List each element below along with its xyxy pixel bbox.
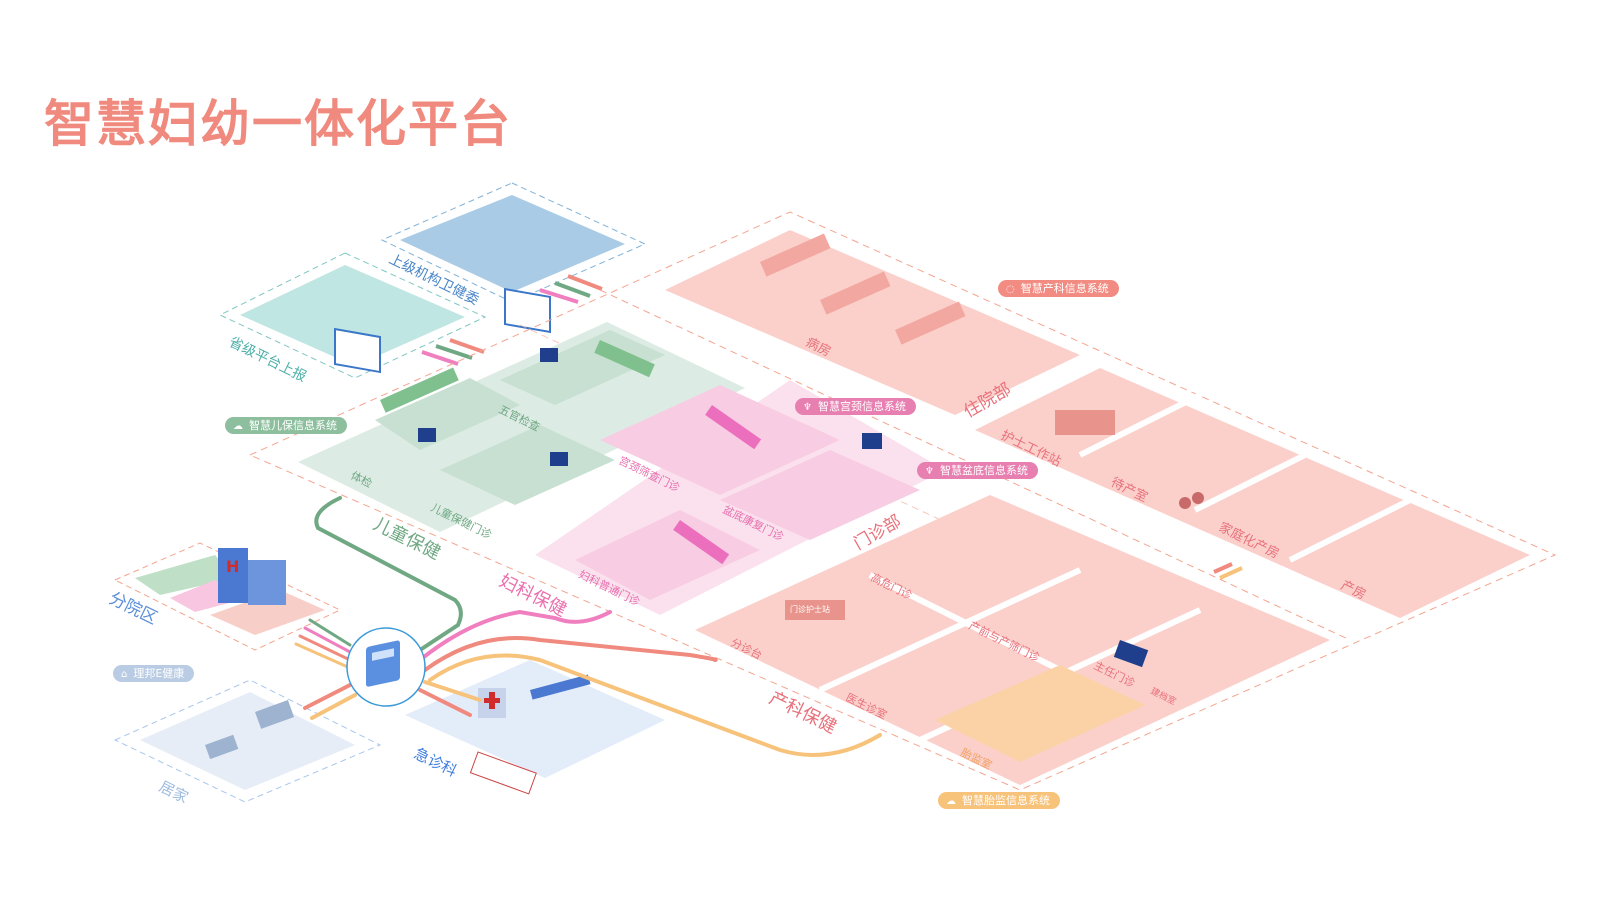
wave-icon: ◌ <box>1006 284 1015 295</box>
monitor-icon <box>504 287 551 334</box>
system-badge-cervix[interactable]: ♆智慧宫颈信息系统 <box>795 398 916 415</box>
zone-provincial: 省级平台上报 <box>218 252 487 385</box>
system-badge-pelvic[interactable]: ♆智慧盆底信息系统 <box>917 462 1038 479</box>
desk-label: 门诊护士站 <box>790 604 830 614</box>
uterus-icon: ♆ <box>803 402 812 413</box>
svg-text:H: H <box>226 557 239 576</box>
system-badge-home[interactable]: ⌂理邦E健康 <box>113 665 195 682</box>
zone-label: 急诊科 <box>411 744 459 780</box>
data-flow-lines <box>294 496 882 757</box>
connector-bars <box>421 274 1243 580</box>
home-icon: ⌂ <box>121 669 128 680</box>
section-label: 产科保健 <box>766 688 840 738</box>
zone-label: 分院区 <box>106 589 161 629</box>
hospital-boundary <box>248 211 1557 791</box>
cloud-icon: ☁ <box>946 796 956 807</box>
central-hub[interactable] <box>346 627 426 707</box>
zone-label: 省级平台上报 <box>226 334 309 385</box>
system-badge-child[interactable]: ☁智慧儿保信息系统 <box>225 417 347 434</box>
zone-label: 居家 <box>156 777 191 806</box>
page-title: 智慧妇幼一体化平台 <box>44 95 512 153</box>
zone-branch: H 分院区 <box>106 542 342 651</box>
cloud-icon: ☁ <box>233 421 243 432</box>
zone-outpatient: 门诊护士站 高危门诊 分诊台 产前与产筛门诊 医生诊室 主任门诊 建档室 胎监室… <box>695 495 1330 785</box>
zone-child-health: 五官检查 体检 儿童保健门诊 <box>298 322 745 542</box>
zone-inpatient: 护士工作站 待产室 家庭化产房 产房 <box>975 368 1530 618</box>
uterus-icon: ♆ <box>925 466 934 477</box>
monitor-icon <box>334 327 381 374</box>
zone-emergency: 急诊科 <box>405 660 665 795</box>
system-badge-fetal[interactable]: ☁智慧胎监信息系统 <box>938 792 1060 809</box>
system-badge-obstetrics[interactable]: ◌智慧产科信息系统 <box>998 280 1119 297</box>
zone-ward: 病房 住院部 <box>665 230 1080 422</box>
zone-home: 居家 <box>113 679 382 807</box>
